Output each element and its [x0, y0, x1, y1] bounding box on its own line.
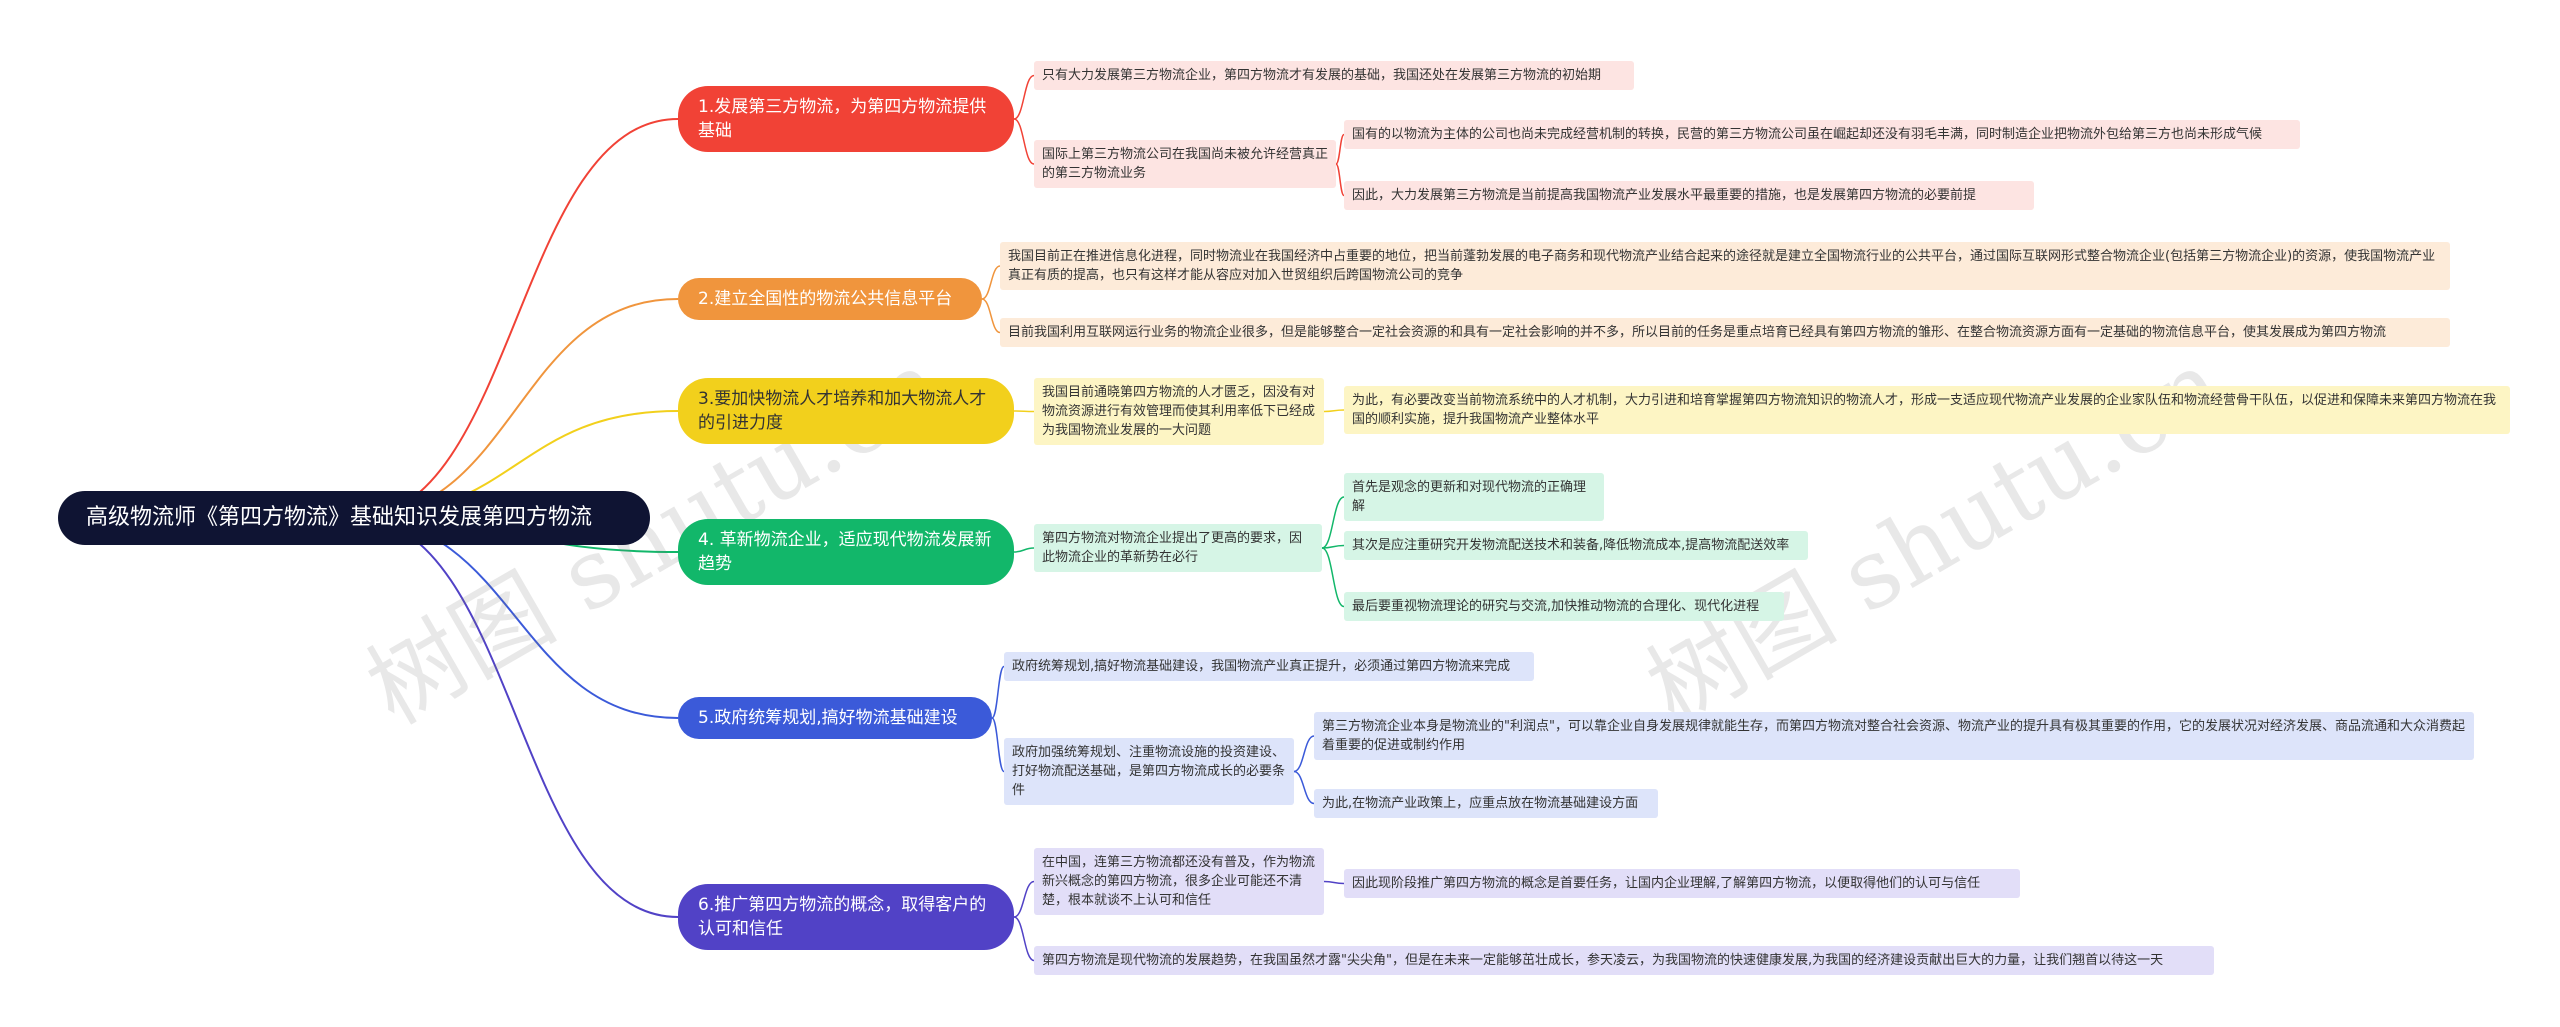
branch-2-detail-1[interactable]: 我国目前正在推进信息化进程，同时物流业在我国经济中占重要的地位，把当前蓬勃发展的…: [1000, 242, 2450, 290]
branch-3-detail-1-sub-1[interactable]: 为此，有必要改变当前物流系统中的人才机制，大力引进和培育掌握第四方物流知识的物流…: [1344, 386, 2510, 434]
connector-n-b2-2: [981, 298, 1001, 334]
connector-n-b5-2: [991, 717, 1005, 773]
connector-n-b4-1-2: [1321, 544, 1345, 549]
connector-n-b3-1: [1013, 410, 1035, 413]
connector-n-b6: [354, 517, 679, 918]
branch-1-detail-2-sub-2[interactable]: 因此，大力发展第三方物流是当前提高我国物流产业发展水平最重要的措施，也是发展第四…: [1344, 181, 2034, 210]
branch-5-detail-2[interactable]: 政府加强统筹规划、注重物流设施的投资建设、打好物流配送基础，是第四方物流成长的必…: [1004, 738, 1294, 805]
branch-1-detail-1[interactable]: 只有大力发展第三方物流企业，第四方物流才有发展的基础，我国还处在发展第三方物流的…: [1034, 61, 1634, 90]
connector-n-b1: [354, 118, 679, 519]
branch-4-detail-1-sub-1[interactable]: 首先是观念的更新和对现代物流的正确理解: [1344, 473, 1604, 521]
connector-n-b5: [354, 517, 679, 719]
connector-n-b1-2-2: [1335, 163, 1345, 197]
root-topic[interactable]: 高级物流师《第四方物流》基础知识发展第四方物流: [58, 491, 650, 545]
connector-n-b3-1-1: [1323, 409, 1345, 413]
branch-4-topic[interactable]: 4. 革新物流企业，适应现代物流发展新趋势: [678, 519, 1014, 585]
connector-n-b5-2-1: [1293, 735, 1315, 773]
branch-4-detail-1-sub-2[interactable]: 其次是应注重研究开发物流配送技术和装备,降低物流成本,提高物流配送效率: [1344, 531, 1808, 560]
branch-4-detail-1-sub-3[interactable]: 最后要重视物流理论的研究与交流,加快推动物流的合理化、现代化进程: [1344, 592, 1784, 621]
branch-5-detail-2-sub-2[interactable]: 为此,在物流产业政策上，应重点放在物流基础建设方面: [1314, 789, 1658, 818]
branch-1-topic[interactable]: 1.发展第三方物流，为第四方物流提供基础: [678, 86, 1014, 152]
connector-n-b4-1: [1013, 547, 1035, 553]
connector-n-b5-1: [991, 665, 1005, 719]
connector-n-b6-1-1: [1323, 880, 1345, 885]
branch-6-detail-2[interactable]: 第四方物流是现代物流的发展趋势，在我国虽然才露"尖尖角"，但是在未来一定能够茁壮…: [1034, 946, 2214, 975]
branch-5-detail-1[interactable]: 政府统筹规划,搞好物流基础建设，我国物流产业真正提升，必须通过第四方物流来完成: [1004, 652, 1534, 681]
branch-6-detail-1-sub-1[interactable]: 因此现阶段推广第四方物流的概念是首要任务，让国内企业理解,了解第四方物流，以便取…: [1344, 869, 2020, 898]
connector-n-b2-1: [981, 265, 1001, 300]
connector-n-b5-2-2: [1293, 770, 1315, 805]
branch-1-detail-2[interactable]: 国际上第三方物流公司在我国尚未被允许经营真正的第三方物流业务: [1034, 140, 1336, 188]
branch-3-topic[interactable]: 3.要加快物流人才培养和加大物流人才的引进力度: [678, 378, 1014, 444]
connector-n-b1-1: [1013, 74, 1035, 120]
connector-n-b4-1-1: [1321, 496, 1345, 549]
branch-3-detail-1[interactable]: 我国目前通晓第四方物流的人才匮乏，因没有对物流资源进行有效管理而使其利用率低下已…: [1034, 378, 1324, 445]
branch-6-topic[interactable]: 6.推广第四方物流的概念，取得客户的认可和信任: [678, 884, 1014, 950]
branch-5-topic[interactable]: 5.政府统筹规划,搞好物流基础建设: [678, 697, 992, 739]
connector-n-b6-2: [1013, 916, 1035, 962]
branch-4-detail-1[interactable]: 第四方物流对物流企业提出了更高的要求，因此物流企业的革新势在必行: [1034, 524, 1322, 572]
branch-1-detail-2-sub-1[interactable]: 国有的以物流为主体的公司也尚未完成经营机制的转换，民营的第三方物流公司虽在崛起却…: [1344, 120, 2300, 149]
branch-2-detail-2[interactable]: 目前我国利用互联网运行业务的物流企业很多，但是能够整合一定社会资源的和具有一定社…: [1000, 318, 2450, 347]
connector-n-b6-1: [1013, 880, 1035, 918]
branch-6-detail-1[interactable]: 在中国，连第三方物流都还没有普及，作为物流新兴概念的第四方物流，很多企业可能还不…: [1034, 848, 1324, 915]
connector-n-b4-1-3: [1321, 547, 1345, 608]
branch-5-detail-2-sub-1[interactable]: 第三方物流企业本身是物流业的"利润点"，可以靠企业自身发展规律就能生存，而第四方…: [1314, 712, 2474, 760]
connector-n-b2: [354, 298, 679, 519]
branch-2-topic[interactable]: 2.建立全国性的物流公共信息平台: [678, 278, 982, 320]
connector-n-b1-2: [1013, 118, 1035, 165]
connector-n-b1-2-1: [1335, 133, 1345, 165]
